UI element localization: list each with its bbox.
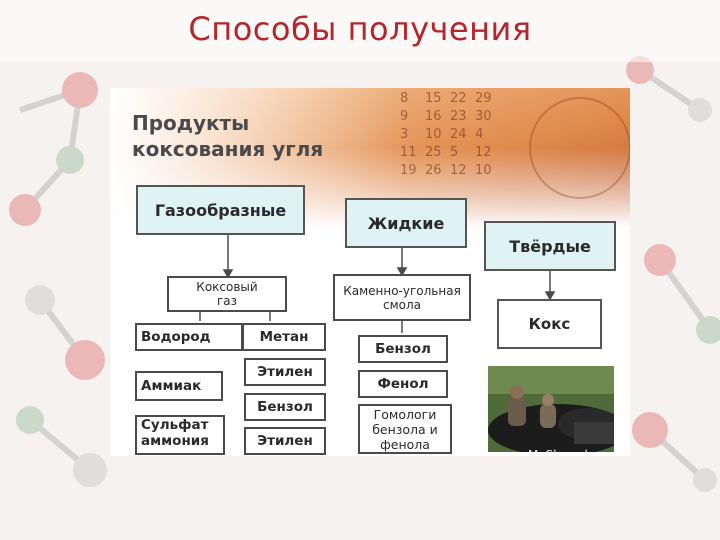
homologs-line-3: фенола xyxy=(380,437,430,452)
coal-tar-box: Каменно-угольная смола xyxy=(333,274,471,321)
product-benzene-liquid: Бензол xyxy=(358,335,448,363)
coal-tar-line-1: Каменно-угольная xyxy=(343,284,461,298)
coke-gas-box: Коксовый газ xyxy=(167,276,287,312)
product-methane: Метан xyxy=(242,323,326,351)
product-homologs: Гомологи бензола и фенола xyxy=(358,404,452,454)
product-ethylene-2: Этилен xyxy=(244,427,326,455)
product-hydrogen: Водород xyxy=(135,323,243,351)
coke-gas-line-1: Коксовый xyxy=(196,280,257,294)
category-liquid: Жидкие xyxy=(345,198,467,248)
coal-tar-line-2: смола xyxy=(383,298,421,312)
product-ethylene-1: Этилен xyxy=(244,358,326,386)
product-ammonium-sulfate: Сульфат аммония xyxy=(135,415,225,455)
product-phenol: Фенол xyxy=(358,370,448,398)
watermark-text: MyShared xyxy=(528,448,588,456)
ammonium-sulfate-line-2: аммония xyxy=(141,433,209,449)
coke-workers-photo xyxy=(488,366,614,452)
homologs-line-1: Гомологи xyxy=(374,407,437,422)
product-ammonia: Аммиак xyxy=(135,371,223,401)
category-gaseous: Газообразные xyxy=(136,185,305,235)
ammonium-sulfate-line-1: Сульфат xyxy=(141,417,208,433)
category-solid: Твёрдые xyxy=(484,221,616,271)
homologs-line-2: бензола и xyxy=(372,422,438,437)
coke-gas-line-2: газ xyxy=(217,294,237,308)
slide-title: Способы получения xyxy=(0,10,720,48)
product-benzene-gas: Бензол xyxy=(244,393,326,421)
coke-box: Кокс xyxy=(497,299,602,349)
